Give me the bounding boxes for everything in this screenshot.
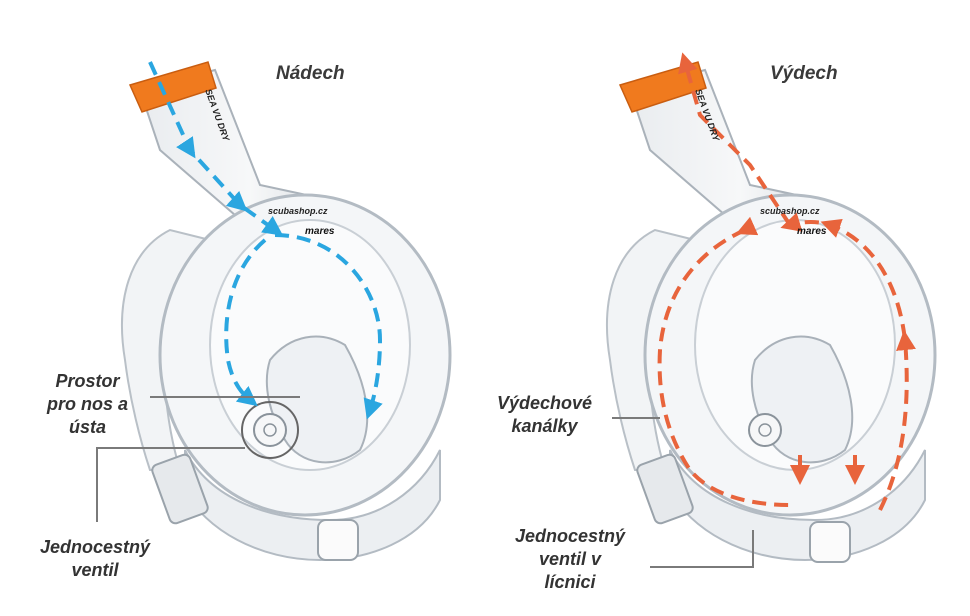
right-title: Výdech (770, 63, 838, 84)
left-skirt (184, 449, 441, 562)
left-brand-logo: mares (305, 226, 335, 237)
left-watermark: scubashop.cz (268, 206, 328, 216)
left-mask (96, 61, 452, 562)
right-buckle (636, 453, 694, 525)
right-watermark: scubashop.cz (760, 206, 820, 216)
left-valve-center (263, 423, 277, 437)
left-buckle (151, 453, 209, 525)
left-flow-loop-right (274, 233, 383, 420)
right-skirt (669, 449, 926, 562)
right-chin-valve (809, 521, 851, 563)
left-valve-ring (241, 401, 299, 459)
left-flow-down (148, 61, 284, 236)
left-flow-loop-left (224, 238, 267, 407)
right-flow-right-channel (780, 212, 916, 511)
label-one-way-valve: Jednocestný ventil (39, 537, 151, 580)
right-brand-logo: mares (797, 226, 827, 237)
left-orange-cap (128, 61, 217, 113)
left-pointer-valve (96, 447, 245, 522)
label-valve-in-cheek: Jednocestný ventil v lícnici (514, 526, 626, 592)
right-mask (606, 52, 937, 568)
left-title: Nádech (276, 63, 345, 84)
right-valve-center (758, 423, 772, 437)
right-orange-cap (618, 61, 707, 113)
label-nose-mouth-space: Prostor pro nos a ústa (46, 371, 128, 437)
label-exhale-channels: Výdechové kanálky (496, 393, 593, 436)
right-pointer-valve (650, 530, 754, 568)
right-flow-left-channel (657, 216, 791, 507)
left-valve (253, 413, 287, 447)
right-valve (748, 413, 782, 447)
left-chin-valve (317, 519, 359, 561)
